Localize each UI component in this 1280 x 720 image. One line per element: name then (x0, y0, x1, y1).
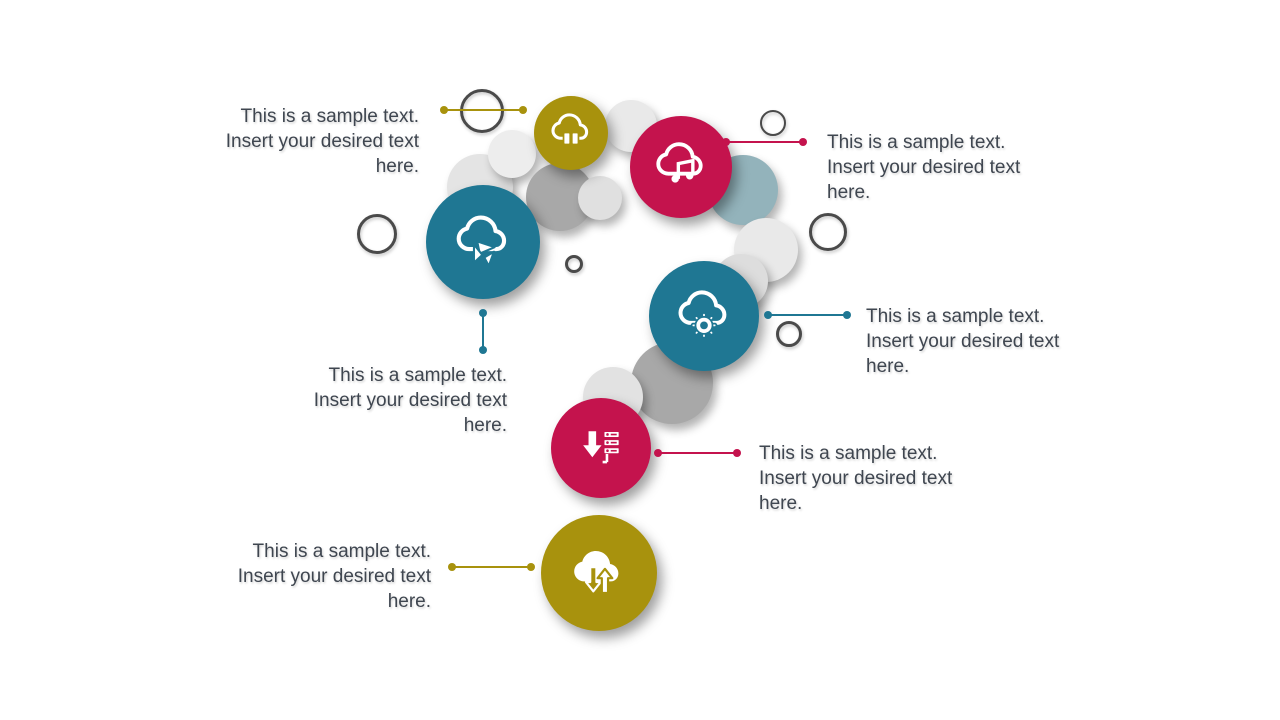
connector-dot (654, 449, 662, 457)
callout-text-line: here. (387, 591, 431, 612)
callout-text-line: here. (866, 356, 910, 377)
bubble-server-download (551, 398, 651, 498)
connector-dot (799, 138, 807, 146)
ring-circle (776, 321, 802, 347)
gray-circle (488, 130, 536, 178)
callout-text-line: This is a sample text. (827, 132, 1006, 153)
callout-text-line: here. (759, 493, 803, 514)
ring-circle (460, 89, 504, 133)
ring-circle (357, 214, 397, 254)
connector-dot (733, 449, 741, 457)
connector-dot (527, 563, 535, 571)
callout-text-line: Insert your desired text (866, 331, 1060, 352)
cloud-music-icon (656, 142, 703, 183)
callout-text-line: here. (463, 415, 507, 436)
cloud-send-icon (456, 215, 507, 267)
gray-circle (578, 176, 622, 220)
callout-right-middle: This is a sample text. Insert your desire… (866, 304, 1106, 379)
callout-text-line: Insert your desired text (759, 468, 953, 489)
bubble-cloud-book (534, 96, 608, 170)
connector-dot (843, 311, 851, 319)
bubble-cloud-music (630, 116, 732, 218)
callout-connector (444, 109, 523, 111)
callout-text-line: This is a sample text. (759, 443, 938, 464)
callout-connector (658, 452, 737, 454)
callout-connector (482, 313, 484, 350)
connector-dot (440, 106, 448, 114)
callout-text-line: Insert your desired text (225, 131, 419, 152)
callout-text-line: Insert your desired text (313, 390, 507, 411)
connector-dot (448, 563, 456, 571)
ring-circle (565, 255, 583, 273)
cloud-sync-icon (574, 551, 619, 595)
cloud-gear-icon (678, 290, 727, 339)
callout-right-bottom: This is a sample text. Insert your desire… (759, 441, 999, 516)
server-download-icon (583, 430, 621, 464)
ring-circle (809, 213, 847, 251)
callout-text-line: This is a sample text. (240, 106, 419, 127)
bubble-cloud-sync (541, 515, 657, 631)
bubble-cloud-gear (649, 261, 759, 371)
bubble-cloud-send (426, 185, 540, 299)
connector-dot (479, 309, 487, 317)
ring-circle (760, 110, 786, 136)
callout-text-line: Insert your desired text (827, 157, 1021, 178)
callout-text-line: This is a sample text. (866, 306, 1045, 327)
cloud-book-icon (551, 113, 589, 146)
callout-connector (768, 314, 847, 316)
connector-dot (764, 311, 772, 319)
callout-left-middle: This is a sample text. Insert your desire… (267, 363, 507, 438)
callout-text-line: This is a sample text. (252, 541, 431, 562)
callout-right-top: This is a sample text. Insert your desire… (827, 130, 1067, 205)
connector-dot (722, 138, 730, 146)
connector-dot (519, 106, 527, 114)
callout-bottom-left: This is a sample text. Insert your desire… (191, 539, 431, 614)
callout-text-line: Insert your desired text (237, 566, 431, 587)
callout-connector (726, 141, 803, 143)
callout-connector (452, 566, 531, 568)
callout-text-line: here. (827, 182, 871, 203)
callout-text-line: here. (375, 156, 419, 177)
callout-top-left: This is a sample text. Insert your desire… (179, 104, 419, 179)
callout-text-line: This is a sample text. (328, 365, 507, 386)
connector-dot (479, 346, 487, 354)
